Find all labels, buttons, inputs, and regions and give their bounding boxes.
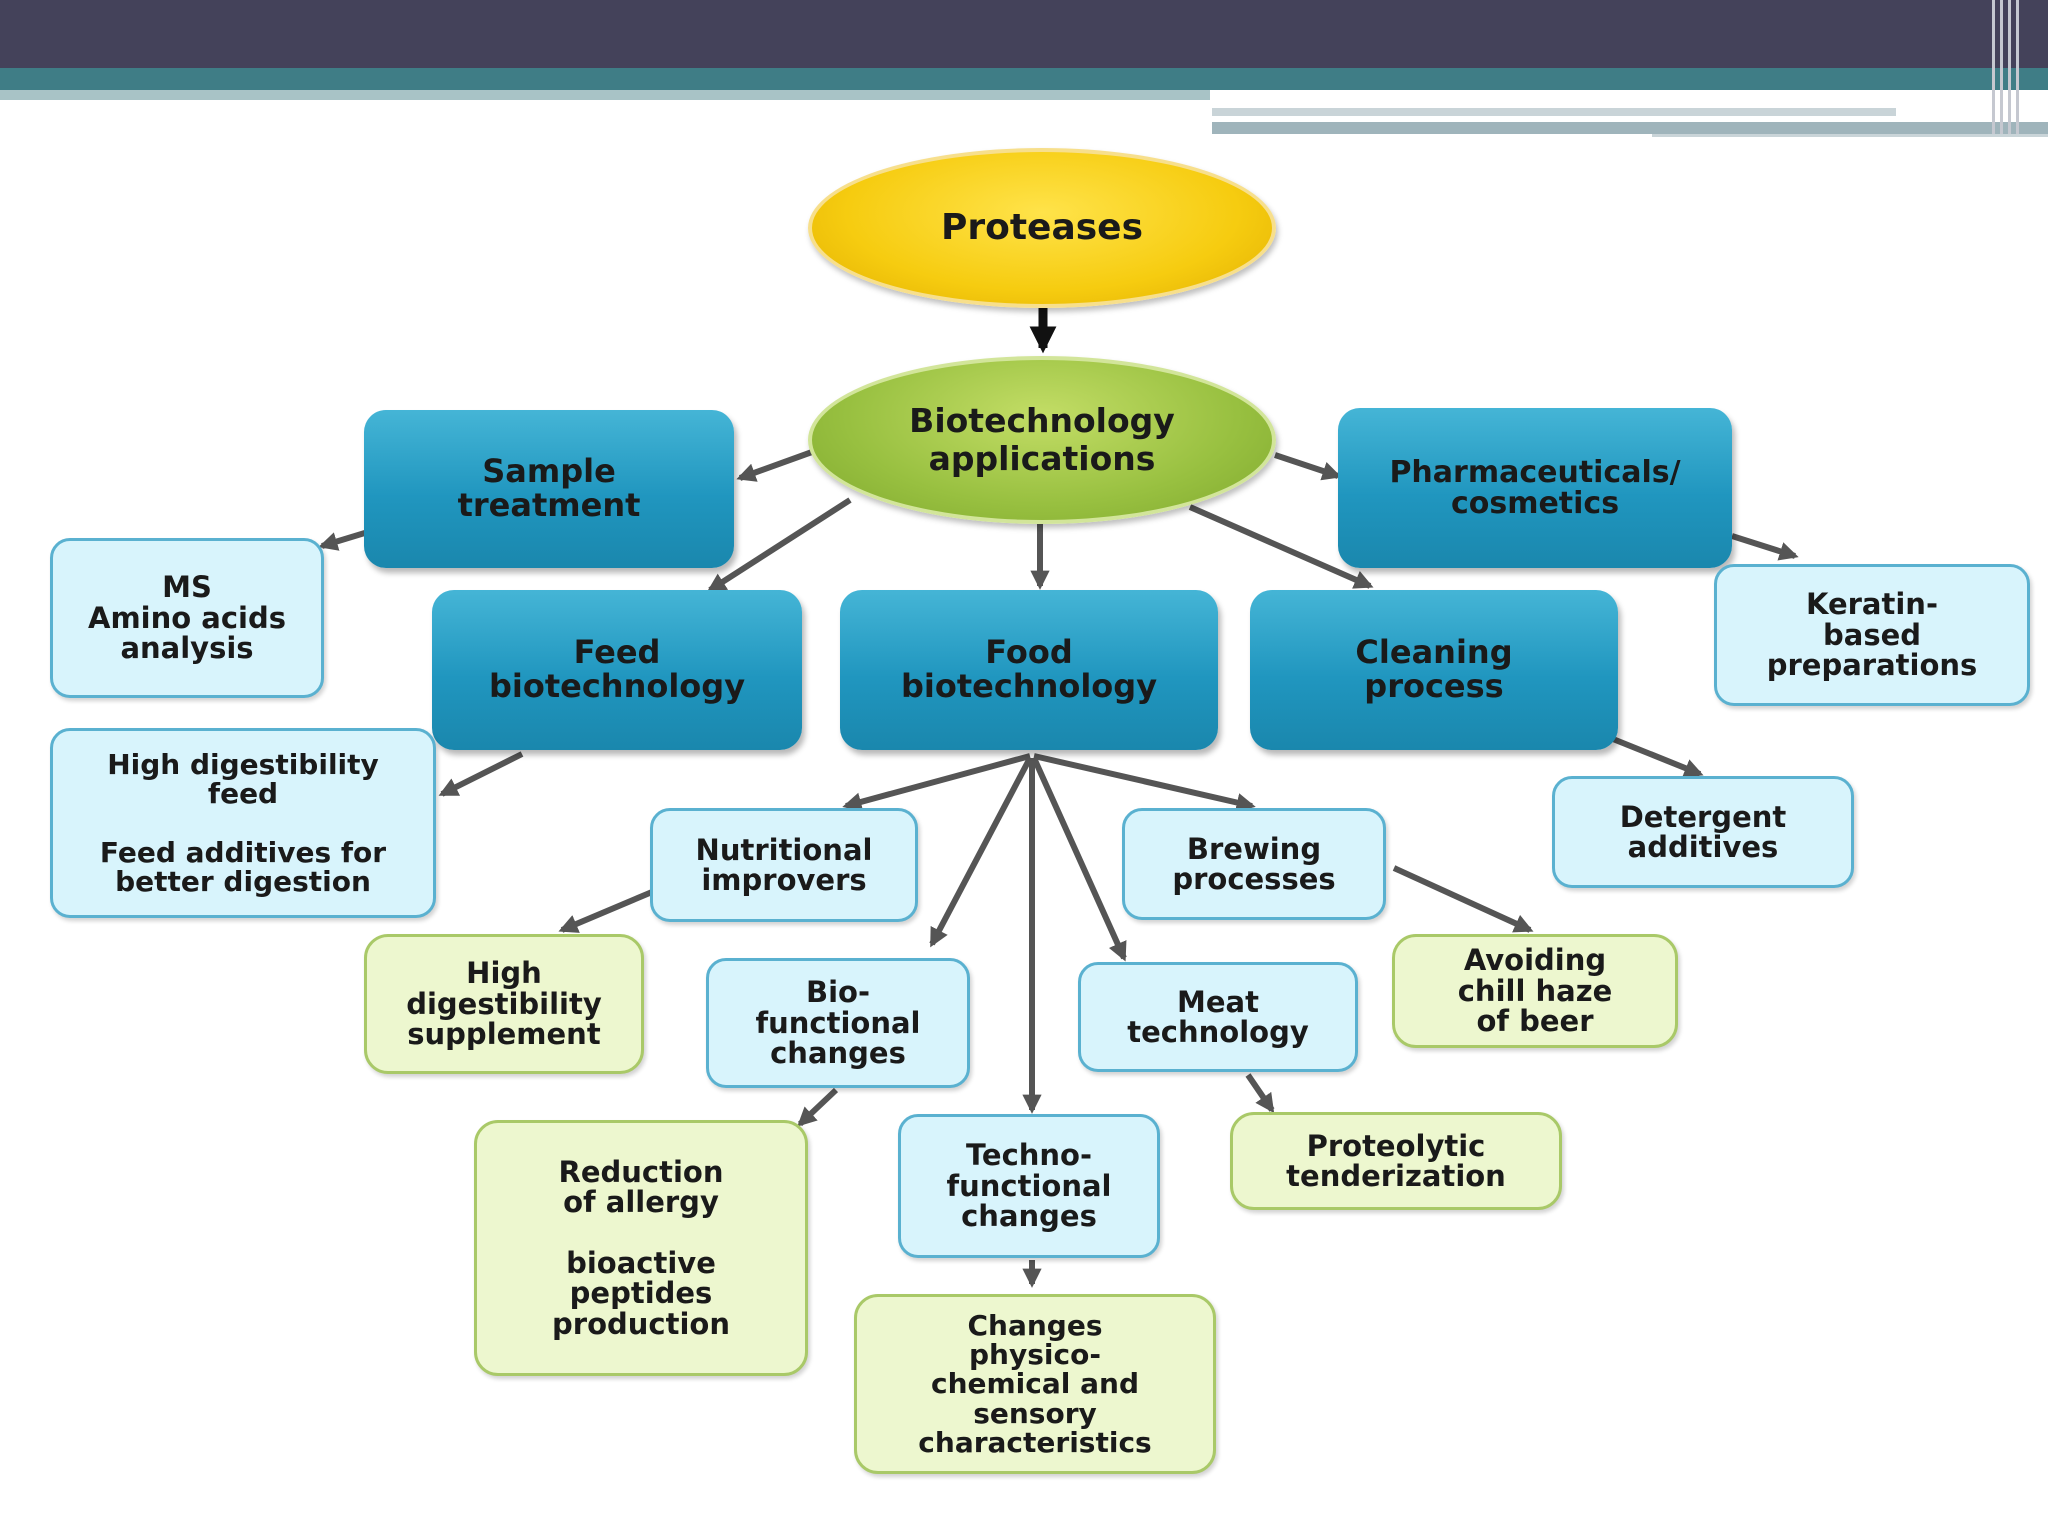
branch-sample-treatment: Sample treatment [364,410,734,568]
subtopic-high-digestibility-feed: High digestibility feed Feed additives f… [50,728,436,918]
arrow-food-to-nutritional [842,753,1031,812]
header-rule-line [1652,134,2048,137]
branch-feed-biotechnology: Feed biotechnology [432,590,802,750]
subtopic-brewing-processes: Brewing processes [1122,808,1386,920]
arrow-sample-to-ms [318,529,369,551]
arrow-brewing-to-chillhaze [1392,865,1534,933]
header-stripe [2008,0,2011,134]
arrow-food-to-brewing [1033,753,1256,812]
outcome-changes-physico-chemical: Changes physico- chemical and sensory ch… [854,1294,1216,1474]
center-node-biotechnology-applications: Biotechnology applications [808,356,1276,524]
header-rule-line [1212,108,1896,116]
arrow-center-to-pharma [1274,452,1342,481]
header-stripe [1992,0,1995,134]
subtopic-techno-functional-changes: Techno- functional changes [898,1114,1160,1258]
arrow-feed-to-highdig [438,751,524,797]
subtopic-meat-technology: Meat technology [1078,962,1358,1072]
arrow-center-to-sample [736,449,814,482]
header-rule-line [1212,122,2048,134]
arrow-nutritional-to-supplement [558,889,654,933]
root-node-proteases: Proteases [808,148,1276,308]
arrow-cleaning-to-detergent [1606,734,1704,778]
header-stripe [2000,0,2003,134]
subtopic-ms-amino-acids: MS Amino acids analysis [50,538,324,698]
header-stripe [2016,0,2019,134]
subtopic-detergent-additives: Detergent additives [1552,776,1854,888]
slide-header-accent-light [0,90,1210,100]
outcome-reduction-of-allergy: Reduction of allergy bioactive peptides … [474,1120,808,1376]
arrow-food-to-biofunctional [929,756,1033,948]
arrow-center-to-cleaning [1188,504,1374,589]
outcome-high-digestibility-supplement: High digestibility supplement [364,934,644,1074]
outcome-proteolytic-tenderization: Proteolytic tenderization [1230,1112,1562,1210]
arrow-center-to-feed [706,497,852,593]
arrow-meat-to-tenderization [1245,1073,1275,1114]
arrow-pharma-to-keratin [1731,533,1799,561]
branch-food-biotechnology: Food biotechnology [840,590,1218,750]
branch-cleaning-process: Cleaning process [1250,590,1618,750]
branch-pharmaceuticals-cosmetics: Pharmaceuticals/ cosmetics [1338,408,1732,568]
outcome-avoiding-chill-haze: Avoiding chill haze of beer [1392,934,1678,1048]
arrow-food-to-meat [1031,756,1127,962]
slide-header-bar [0,0,2048,68]
slide-header-accent [0,68,2048,90]
subtopic-bio-functional-changes: Bio- functional changes [706,958,970,1088]
subtopic-keratin-based-preparations: Keratin- based preparations [1714,564,2030,706]
arrow-biofunctional-to-allergy [797,1087,839,1127]
subtopic-nutritional-improvers: Nutritional improvers [650,808,918,922]
